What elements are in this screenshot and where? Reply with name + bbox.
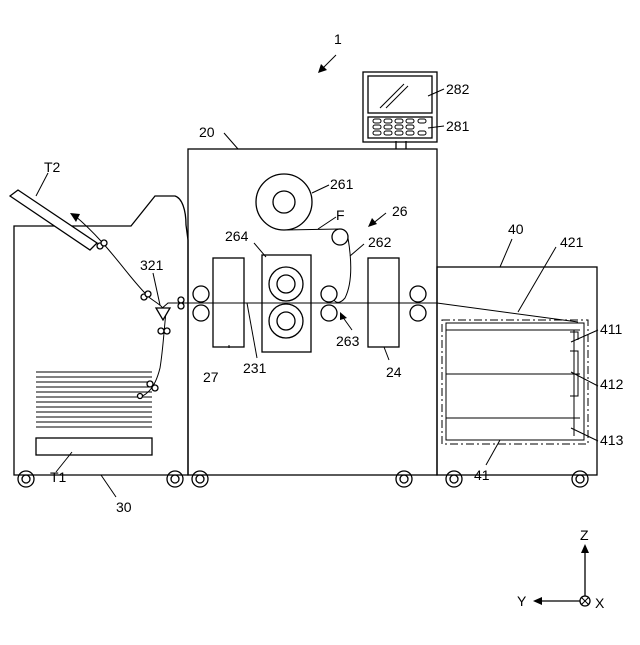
label-tray-cabinet: 41 <box>474 467 490 483</box>
label-stack-tray: T1 <box>50 469 67 485</box>
axis-label-x: X <box>595 595 605 611</box>
label-output-tray: T2 <box>44 159 61 175</box>
label-sheet-feeder: 20 <box>199 124 215 140</box>
label-branch-guide: 321 <box>140 257 164 273</box>
post-processor-unit <box>10 190 188 487</box>
keypad-keys <box>373 119 426 135</box>
stack-tray-plate <box>36 438 152 455</box>
coordinate-axes: Z Y X <box>517 527 605 611</box>
label-web: F <box>336 207 345 223</box>
label-tray-3: 413 <box>600 432 624 448</box>
label-drum-unit: 231 <box>243 360 267 376</box>
label-cutter-unit: 264 <box>225 228 249 244</box>
label-cutter-pair: 263 <box>336 333 360 349</box>
large-tray-unit <box>437 267 597 487</box>
label-cabinet-frame: 421 <box>560 234 584 250</box>
label-tray-1: 411 <box>600 321 623 337</box>
label-roll-unit: 26 <box>392 203 408 219</box>
label-roll: 261 <box>330 176 354 192</box>
label-left-block: 27 <box>203 369 219 385</box>
label-display: 282 <box>446 81 470 97</box>
axis-label-y: Y <box>517 593 527 609</box>
tray-cabinet-boundary <box>442 320 588 444</box>
sheet-stack <box>36 372 152 427</box>
label-large-tray-unit: 40 <box>508 221 524 237</box>
label-guide-roller: 262 <box>368 234 392 250</box>
label-right-block: 24 <box>386 364 402 380</box>
axis-label-z: Z <box>580 527 589 543</box>
label-post-processor: 30 <box>116 499 132 515</box>
reference-labels: 1 20 30 40 41 421 411 412 413 T2 T1 321 … <box>44 31 624 515</box>
label-tray-2: 412 <box>600 376 624 392</box>
label-keypad: 281 <box>446 118 470 134</box>
label-machine: 1 <box>334 31 342 47</box>
leader-lines <box>36 55 598 497</box>
